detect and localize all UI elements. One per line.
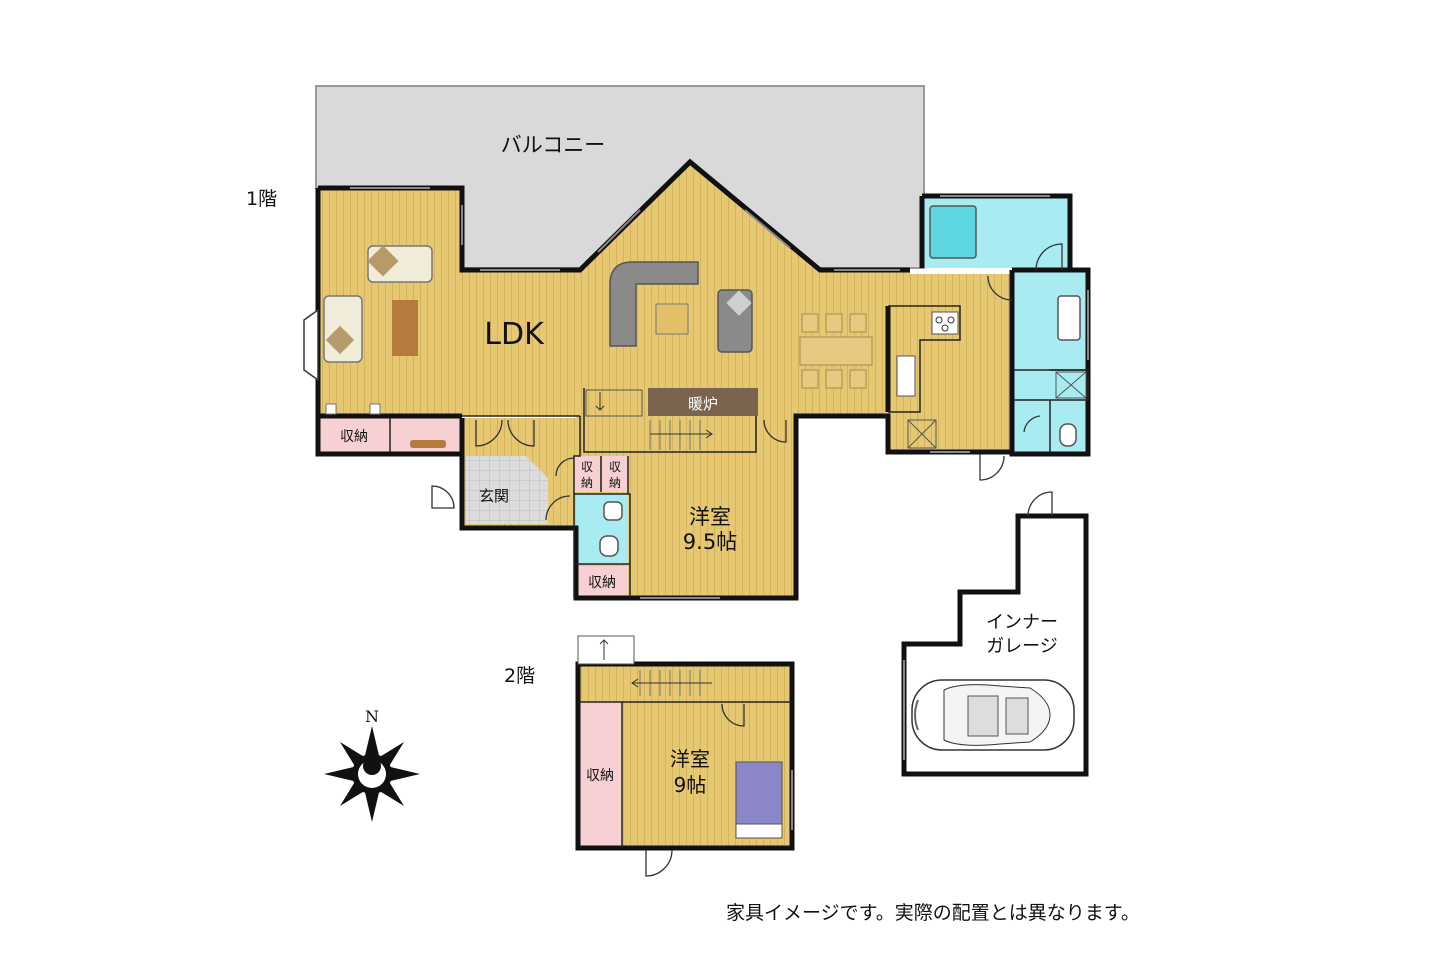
storage-label-1: 収納 [340, 429, 368, 445]
ldk-furniture: 暖炉 [323, 205, 1087, 557]
second-floor-label: 2階 [504, 665, 535, 687]
doors [431, 243, 1063, 521]
inner-garage: インナー ガレージ [901, 491, 1089, 777]
ldk-label: LDK [484, 317, 545, 352]
balcony-label: バルコニー [501, 133, 606, 157]
western-room-2-size: 9帖 [674, 773, 707, 797]
western-room-1-label: 洋室 [689, 505, 731, 529]
storage-small-b-bottom: 納 [609, 476, 621, 490]
compass-north-label: N [365, 707, 379, 726]
entrance-label: 玄関 [479, 487, 509, 505]
storage-small-a-top: 収 [581, 460, 593, 474]
first-floor-label: 1階 [246, 188, 277, 210]
storage-label-3: 収納 [586, 768, 614, 784]
storage-small-a-bottom: 納 [581, 476, 593, 490]
western-room-1-size: 9.5帖 [683, 530, 737, 554]
western-room-2-label: 洋室 [670, 747, 710, 771]
furniture-disclaimer: 家具イメージです。実際の配置とは異なります。 [726, 902, 1140, 924]
storage-label-2: 収納 [588, 575, 616, 591]
storage-small-b-top: 収 [609, 460, 621, 474]
car-icon [911, 679, 1075, 751]
second-floor: 収納 洋室 9帖 [575, 635, 795, 877]
first-floor-walls [315, 158, 1091, 601]
garage-label-line2: ガレージ [986, 636, 1058, 657]
fireplace-label: 暖炉 [688, 395, 718, 413]
compass-icon: N [324, 707, 420, 822]
windows [303, 187, 1089, 599]
garage-label-line1: インナー [986, 612, 1058, 633]
